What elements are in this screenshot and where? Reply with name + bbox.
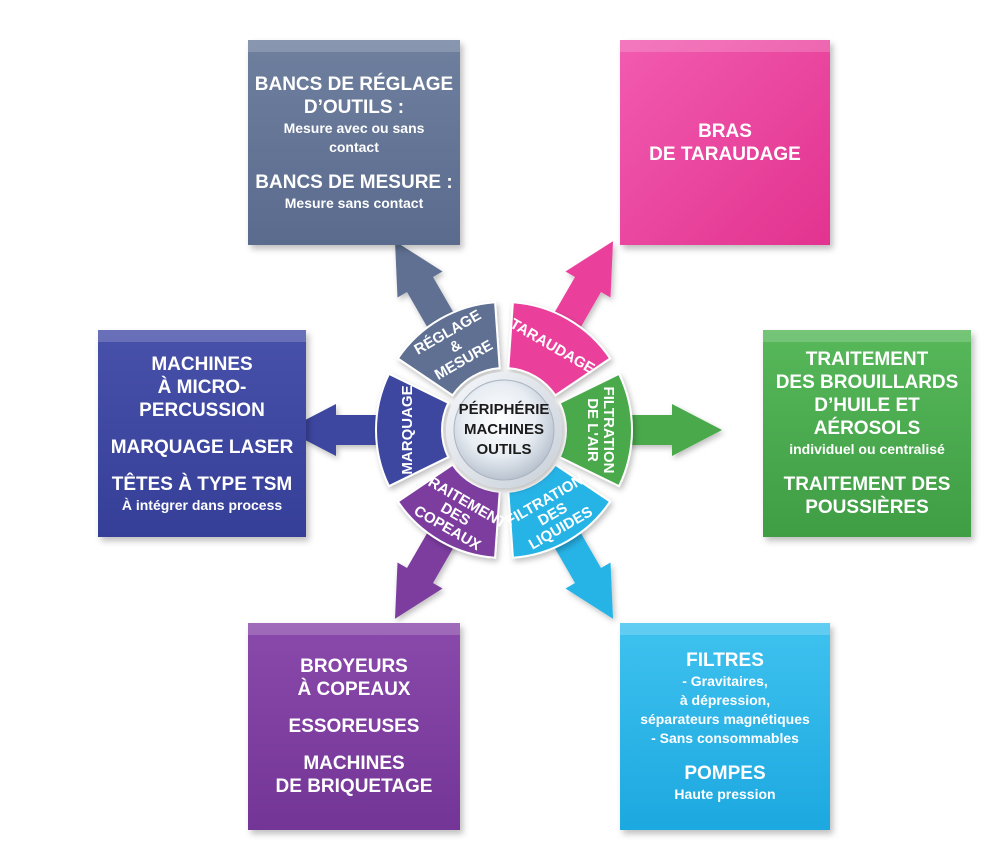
sector-marquage [375, 372, 450, 488]
sector-label-line: MARQUAGE [399, 385, 416, 474]
box-title: DES BROUILLARDS [775, 372, 959, 393]
box-title: POMPES [684, 763, 766, 784]
box-title: POUSSIÈRES [805, 497, 929, 518]
box-title: ESSOREUSES [288, 716, 420, 737]
arrow-filtration-air [614, 404, 722, 456]
sector-label-filtration-air: FILTRATIONDE L'AIR [584, 387, 617, 474]
box-title: À MICRO-PERCUSSION [139, 376, 265, 421]
box-title: MARQUAGE LASER [110, 436, 294, 458]
box-title: À COPEAUX [297, 679, 411, 700]
sector-taraudage [507, 301, 612, 397]
box-title: DE TARAUDAGE [649, 143, 801, 165]
box-title: BRAS [698, 120, 752, 142]
box-subtitle: À intégrer dans process [121, 496, 283, 513]
box-strip [248, 623, 460, 635]
box-taraudage: BRAS DE TARAUDAGE [620, 40, 830, 245]
box-reglage-mesure: BANCS DE RÉGLAGE D’OUTILS : Mesure avec … [248, 40, 460, 245]
box-subtitle: Mesure avec ou sans [283, 119, 425, 136]
sector-label-line: DE L'AIR [584, 398, 601, 462]
box-subtitle: contact [329, 138, 379, 155]
sector-label-marquage: MARQUAGE [399, 385, 416, 474]
box-filtration-liquides: FILTRES - Gravitaires, à dépression, sép… [620, 623, 830, 830]
box-subtitle: individuel ou centralisé [789, 441, 945, 457]
box-title: MACHINES [303, 753, 405, 774]
box-title: TRAITEMENT [805, 349, 929, 370]
box-title: BANCS DE MESURE : [255, 171, 453, 193]
box-title: FILTRES [686, 650, 764, 671]
box-subtitle: - Sans consommables [651, 730, 799, 746]
sector-reglage [396, 301, 501, 397]
box-subtitle: à dépression, [679, 692, 771, 708]
box-filtration-air: TRAITEMENT DES BROUILLARDS D’HUILE ET AÉ… [763, 330, 971, 537]
sector-filtration-air [558, 372, 633, 488]
box-title: MACHINES [151, 353, 253, 375]
box-strip [620, 40, 830, 52]
box-title: DE BRIQUETAGE [275, 776, 433, 797]
hub-title-line-3: OUTILS [476, 441, 532, 458]
box-subtitle: séparateurs magnétiques [640, 711, 810, 727]
box-marquage: MACHINES À MICRO-PERCUSSION MARQUAGE LAS… [98, 330, 306, 537]
box-subtitle: Mesure sans contact [284, 194, 424, 211]
sector-filtration-liquides [507, 463, 612, 559]
sector-label-line: FILTRATION [600, 387, 617, 474]
sector-copeaux [396, 463, 501, 559]
box-strip [98, 330, 306, 342]
box-strip [620, 623, 830, 635]
box-title: BANCS DE RÉGLAGE [254, 73, 454, 95]
arrow-marquage [286, 404, 394, 456]
hub-title-line-2: MACHINES [463, 421, 544, 438]
box-title: BROYEURS [300, 656, 408, 677]
box-strip [248, 40, 460, 52]
hub-circle [446, 372, 562, 488]
box-title: TÊTES À TYPE TSM [111, 473, 293, 495]
box-title: D’OUTILS : [303, 96, 405, 118]
box-title: TRAITEMENT DES [783, 474, 951, 495]
hub-title: PÉRIPHÉRIE MACHINES OUTILS [454, 380, 554, 480]
box-strip [763, 330, 971, 342]
box-traitement-copeaux: BROYEURS À COPEAUX ESSOREUSES MACHINES D… [248, 623, 460, 830]
box-title: D’HUILE ET AÉROSOLS [813, 395, 921, 439]
box-subtitle: Haute pression [674, 786, 776, 802]
hub-title-line-1: PÉRIPHÉRIE [458, 401, 550, 418]
box-subtitle: - Gravitaires, [682, 673, 768, 689]
